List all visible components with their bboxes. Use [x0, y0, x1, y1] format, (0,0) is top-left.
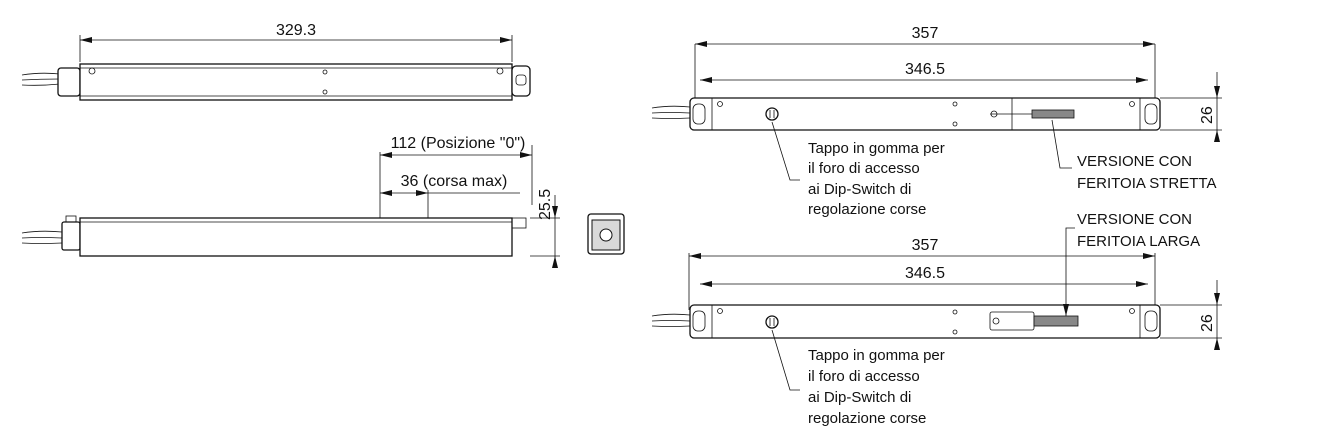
version-line-1-b: VERSIONE CON	[1077, 211, 1192, 228]
dim-overall-top: 357	[912, 25, 939, 42]
dim-height-top: 26	[1199, 106, 1216, 124]
version-line-2-b: FERITOIA LARGA	[1077, 233, 1200, 250]
end-cap	[511, 65, 531, 97]
actuator-body	[79, 63, 513, 101]
right-top-view: 357 346.5 26 Tappo	[651, 25, 1222, 218]
note-line-4-b: regolazione corse	[808, 410, 926, 427]
version-line-1: VERSIONE CON	[1077, 153, 1192, 170]
note-line-2: il foro di accesso	[808, 160, 920, 177]
dim-inner-bottom: 346.5	[905, 265, 945, 282]
note-line-2-b: il foro di accesso	[808, 368, 920, 385]
dim-height-left: 25.5	[537, 189, 554, 220]
dim-stroke: 36 (corsa max)	[401, 173, 508, 190]
rubber-plug-icon	[765, 107, 779, 121]
dim-height-bottom: 26	[1199, 314, 1216, 332]
cable-gland	[57, 67, 81, 97]
cables-side	[21, 230, 63, 244]
dim-position-zero: 112 (Posizione "0")	[391, 135, 526, 152]
actuator-body-bottom-right	[689, 304, 1161, 339]
note-line-3-b: ai Dip-Switch di	[808, 389, 911, 406]
dim-inner-top: 346.5	[905, 61, 945, 78]
actuator-body-top-right	[689, 97, 1161, 131]
rubber-plug-icon-2	[765, 315, 779, 329]
left-top-view: 329.3	[21, 22, 531, 101]
narrow-slot	[1031, 109, 1075, 119]
right-bottom-view: 357 346.5 26 Tappo in gomma p	[651, 211, 1222, 427]
actuator-body-side	[79, 217, 513, 257]
version-line-2: FERITOIA STRETTA	[1077, 175, 1216, 192]
left-side-view: 112 (Posizione "0") 36 (corsa max) 25.5	[21, 135, 625, 268]
note-line-4: regolazione corse	[808, 201, 926, 218]
dim-overall-bottom: 357	[912, 237, 939, 254]
note-line-1: Tappo in gomma per	[808, 140, 945, 157]
note-line-3: ai Dip-Switch di	[808, 181, 911, 198]
cables	[21, 72, 61, 86]
note-line-1-b: Tappo in gomma per	[808, 347, 945, 364]
wide-slot	[1033, 315, 1079, 327]
dim-overall-length: 329.3	[276, 22, 316, 39]
